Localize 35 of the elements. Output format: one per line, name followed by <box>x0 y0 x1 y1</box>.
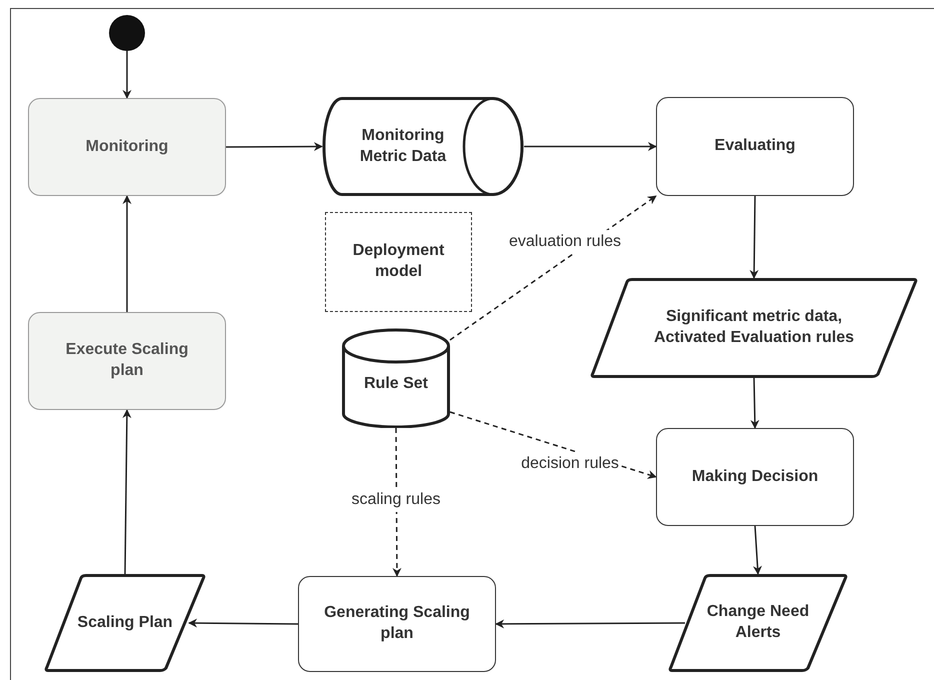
process-box <box>656 428 854 526</box>
arrow <box>122 51 132 99</box>
arrow <box>226 142 323 152</box>
node-label: Evaluating <box>714 136 796 156</box>
process-box <box>298 576 496 672</box>
node-label: Deployment model <box>352 241 446 282</box>
arrow <box>495 619 685 628</box>
database-cylinder <box>342 328 450 428</box>
node-label: Scaling Plan <box>76 612 174 633</box>
data-parallelogram <box>590 278 918 378</box>
arrow <box>188 618 298 628</box>
edge-label: scaling rules <box>350 488 442 512</box>
start-node <box>109 15 145 51</box>
arrow <box>750 378 760 429</box>
process-box <box>656 97 854 196</box>
data-store-cylinder <box>322 97 524 196</box>
data-parallelogram <box>668 574 848 672</box>
arrow <box>750 196 759 279</box>
data-parallelogram <box>44 574 206 672</box>
node-label: Making Decision <box>690 466 820 487</box>
node-label: Monitoring <box>84 136 170 157</box>
process-box <box>28 312 226 410</box>
edge-label: evaluation rules <box>506 230 624 254</box>
arrow <box>122 195 132 312</box>
arrow <box>122 409 132 574</box>
node-label: Change Need Alerts <box>706 602 810 643</box>
process-box <box>28 98 226 196</box>
node-label: Monitoring Metric Data <box>358 126 448 166</box>
node-label: Execute Scaling plan <box>64 340 190 381</box>
dashed-box <box>325 212 472 312</box>
arrow <box>524 142 657 151</box>
node-label: Significant metric data, Activated Evaluation rules <box>652 307 856 348</box>
arrow <box>753 526 762 575</box>
node-label: Generating Scaling plan <box>323 603 471 644</box>
node-label: Rule Set <box>362 374 429 394</box>
